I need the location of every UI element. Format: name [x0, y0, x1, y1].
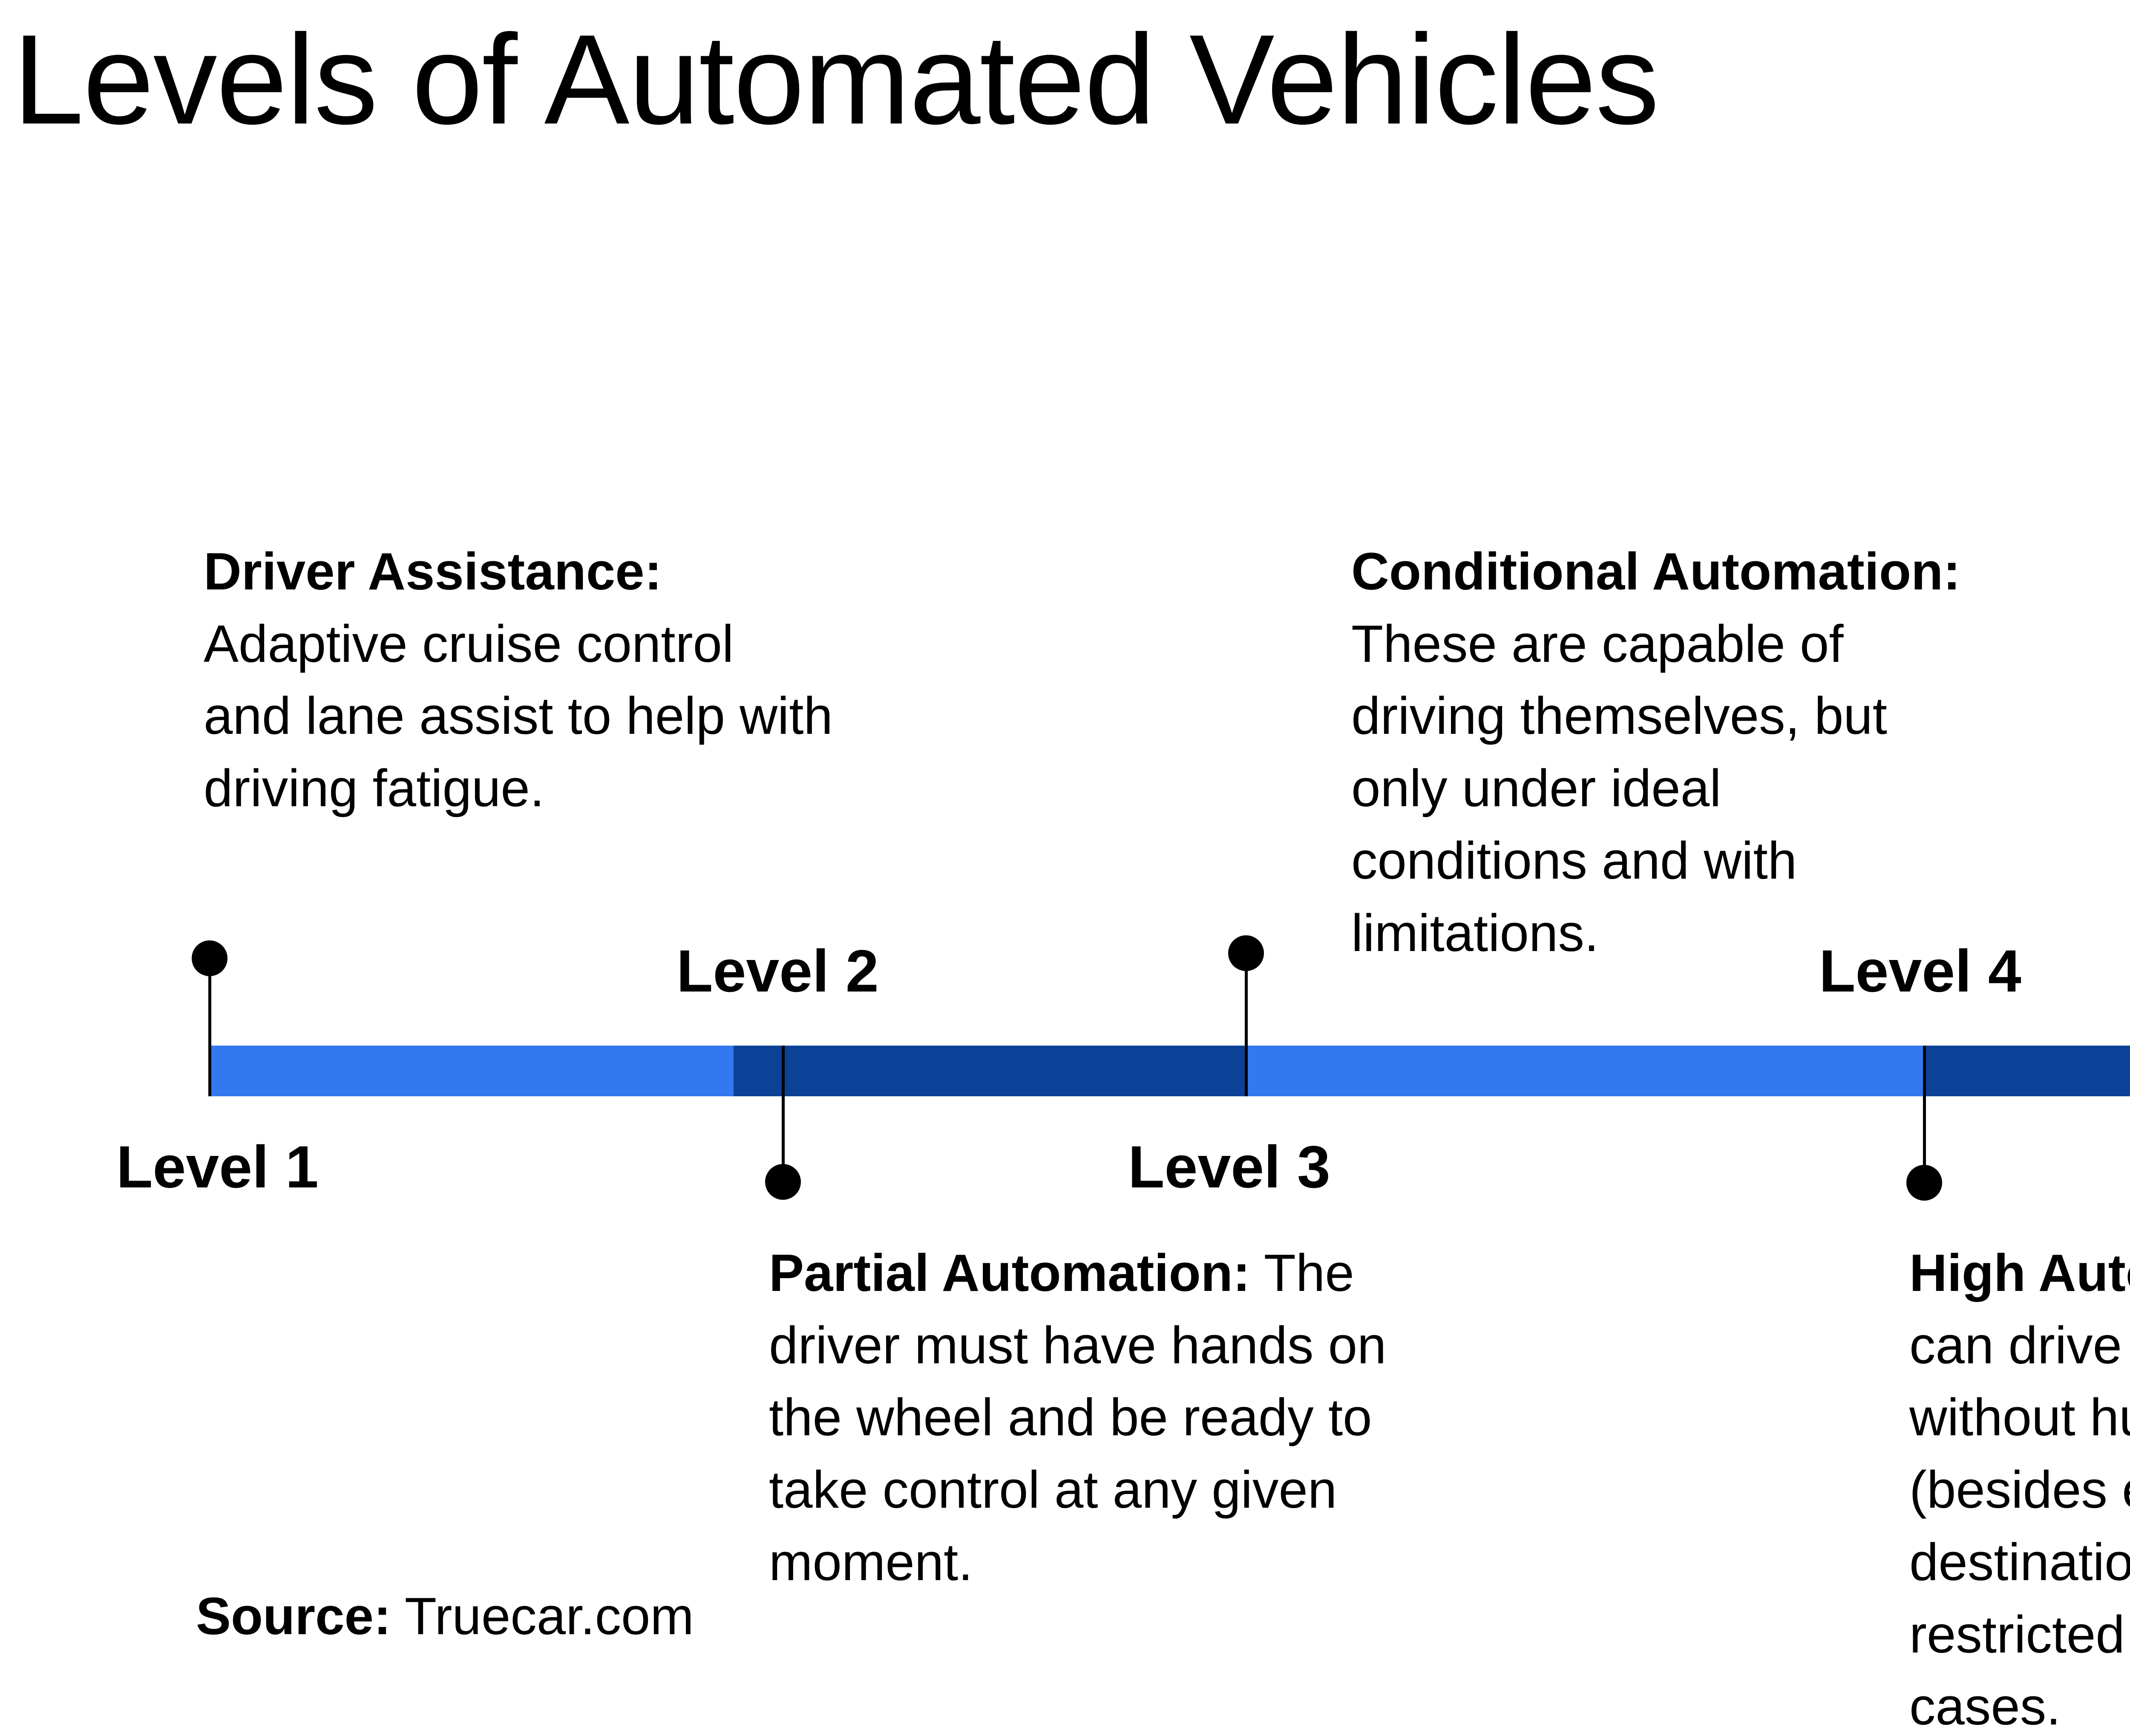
callout-partial-automation: Partial Automation: The driver must have…	[769, 1237, 1387, 1599]
callout-body: The driver must have hands on the wheel …	[769, 1244, 1387, 1592]
stem-line	[782, 1046, 785, 1183]
stem-line	[1245, 953, 1248, 1096]
dot-icon	[1906, 1165, 1942, 1201]
stem-line	[1923, 1046, 1926, 1184]
level-label-4: Level 4	[1819, 937, 2021, 1004]
callout-high-automation: High Automation: These can drive themsel…	[1909, 1237, 2130, 1736]
dot-icon	[765, 1164, 801, 1200]
bar-segment-level-2	[734, 1046, 1246, 1096]
callout-body: These can drive themselves without human…	[1909, 1316, 2130, 1736]
timeline-bar	[210, 1046, 2130, 1096]
bar-segment-level-3	[1246, 1046, 1924, 1096]
level-label-1: Level 1	[116, 1133, 319, 1200]
level-label-3: Level 3	[1128, 1133, 1330, 1200]
callout-body: These are capable of driving themselves,…	[1351, 615, 1887, 963]
source-value: Truecar.com	[391, 1587, 694, 1646]
source-label: Source:	[196, 1587, 391, 1646]
stem-line	[208, 958, 211, 1096]
callout-lead: High Automation:	[1909, 1244, 2130, 1302]
callout-lead: Conditional Automation:	[1351, 543, 1961, 601]
callout-lead: Driver Assistance:	[204, 543, 662, 601]
callout-lead: Partial Automation:	[769, 1244, 1250, 1302]
level-label-2: Level 2	[676, 937, 879, 1004]
bar-segment-level-1	[210, 1046, 734, 1096]
page-title: Levels of Automated Vehicles	[13, 8, 1659, 151]
bar-segment-level-4	[1924, 1046, 2130, 1096]
callout-driver-assistance: Driver Assistance: Adaptive cruise contr…	[204, 536, 834, 825]
callout-conditional-automation: Conditional Automation: These are capabl…	[1351, 536, 1969, 969]
callout-body: Adaptive cruise control and lane assist …	[204, 615, 833, 818]
source-line: Source: Truecar.com	[196, 1585, 694, 1648]
